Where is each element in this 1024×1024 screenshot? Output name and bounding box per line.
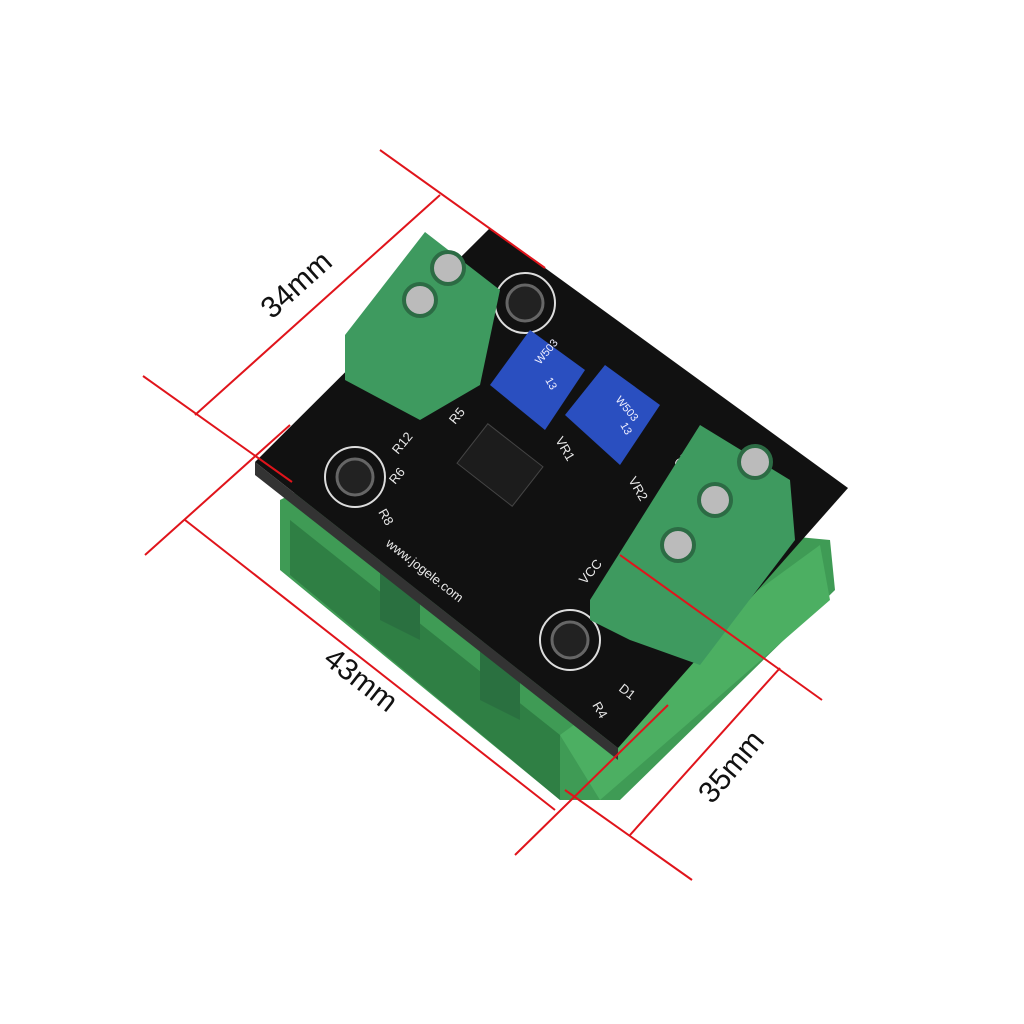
potentiometer-2: W503 13	[565, 365, 660, 465]
pot-code: 13	[617, 421, 634, 438]
dimension-lines	[142, 149, 823, 881]
label-r4: R4	[589, 699, 610, 721]
extension-line	[142, 375, 293, 483]
dimension-line-35mm	[629, 667, 781, 836]
extension-line	[564, 789, 693, 881]
dimension-label-35mm: 35mm	[692, 724, 771, 809]
pot-code: 13	[542, 376, 559, 393]
potentiometer-1: W503 13	[490, 330, 585, 430]
dimension-label-34mm: 34mm	[255, 245, 339, 325]
terminal-block-2pin	[345, 232, 500, 420]
extension-line	[144, 424, 291, 556]
extension-line	[514, 704, 669, 856]
dimension-line-34mm	[194, 194, 441, 416]
label-r8: R8	[375, 506, 396, 528]
dimension-line-43mm	[184, 519, 556, 811]
terminal-block-3pin	[590, 425, 795, 665]
extension-line	[619, 554, 823, 701]
extension-line	[379, 149, 546, 269]
